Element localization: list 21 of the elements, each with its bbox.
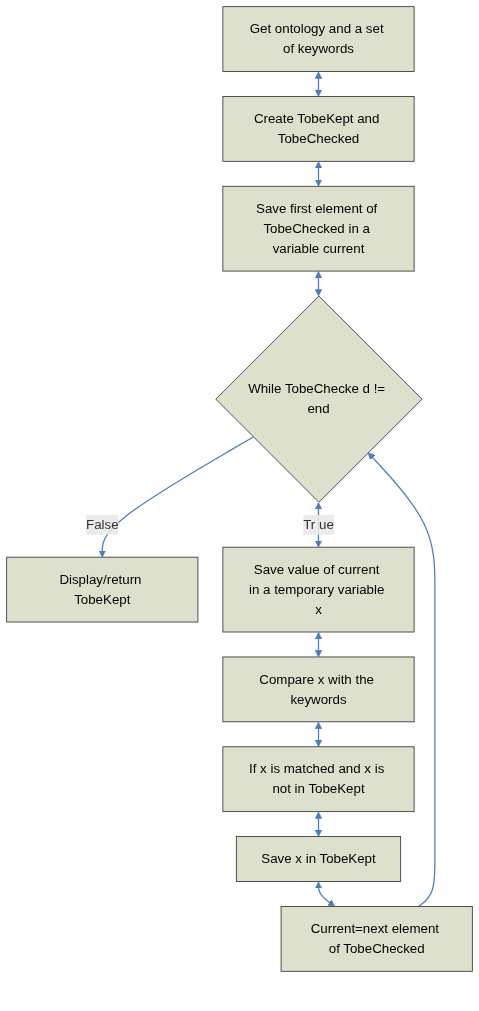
node-box: Compare x with the keywords: [222, 656, 415, 723]
node-box: Get ontology and a set of keywords: [222, 6, 415, 72]
arrow: [314, 811, 323, 837]
node-box: If x is matched and x is not in TobeKept: [222, 746, 415, 813]
arrow: [98, 436, 254, 558]
node-box: Save x in TobeKept: [235, 836, 402, 882]
node-box: Create TobeKept and TobeChecked: [222, 96, 415, 162]
arrow: [314, 881, 335, 907]
node-box: Save first element of TobeChecked in a variable current: [222, 185, 415, 272]
node-box: Save value of current in a temporary variable x: [222, 546, 415, 633]
edge-label: False: [86, 517, 119, 532]
arrow: [314, 271, 323, 297]
arrow: [314, 71, 323, 97]
arrow: [314, 632, 323, 658]
arrow: [367, 452, 436, 908]
arrow: [314, 161, 323, 187]
edge-label: Tr ue: [303, 517, 334, 532]
node-diamond: While TobeChecke d != end: [215, 295, 423, 503]
node-box: Display/return TobeKept: [6, 556, 199, 623]
node-box: Current=next element of TobeChecked: [280, 906, 473, 972]
arrow: [314, 721, 323, 748]
